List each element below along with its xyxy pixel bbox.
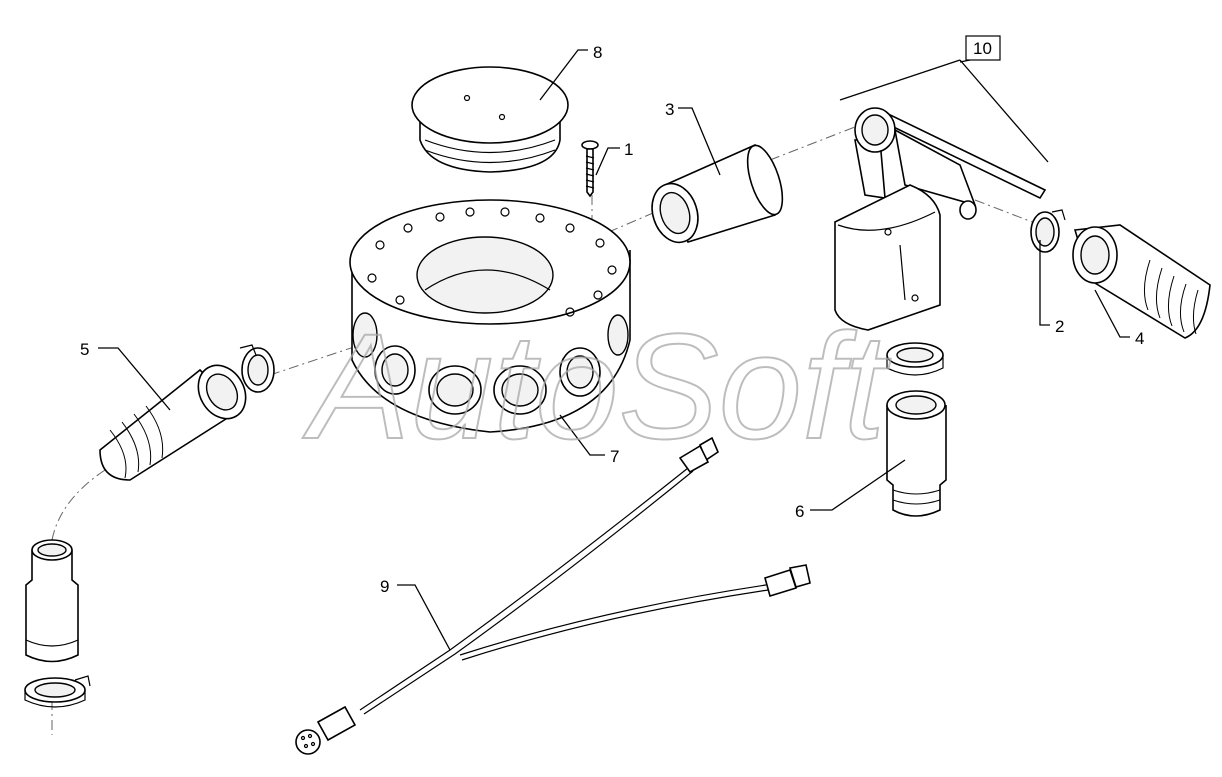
- part-10-valve-assembly: [834, 107, 1047, 331]
- callout-7: 7: [610, 447, 619, 466]
- callout-10-box: [965, 35, 1001, 61]
- leader-2: [1039, 240, 1050, 326]
- callout-2: 2: [1055, 317, 1064, 336]
- leader-9: [397, 584, 451, 651]
- leader-7: [559, 414, 605, 456]
- leader-1: [595, 147, 620, 176]
- callout-4: 4: [1135, 329, 1144, 348]
- clamp-valve-bottom: [886, 342, 944, 376]
- part-2-clamp-right: [1030, 209, 1066, 253]
- leader-4: [1094, 289, 1130, 338]
- watermark-text: AutoSoft: [302, 302, 891, 470]
- callout-5: 5: [80, 340, 89, 359]
- callout-8: 8: [593, 43, 602, 62]
- ring-bolt-holes: [367, 207, 617, 317]
- callout-9: 9: [380, 577, 389, 596]
- clamp-left-lower: [24, 675, 91, 708]
- leader-8: [539, 49, 588, 101]
- callout-labels: 8 1 3 5 7 6 2 4 9 10: [80, 35, 1144, 596]
- callout-3: 3: [665, 100, 674, 119]
- part-7-distributor-ring: [349, 199, 631, 433]
- callout-6: 6: [795, 502, 804, 521]
- hose-left-lower-sleeve: [25, 539, 79, 663]
- assembly-axis-lines: [51, 124, 1041, 735]
- part-4-hose-right: [1072, 224, 1211, 339]
- callout-1: 1: [624, 140, 633, 159]
- leader-3: [678, 107, 721, 176]
- ring-side-ports: [352, 312, 629, 415]
- part-9-wiring-harness: [295, 436, 811, 755]
- callout-10: 10: [973, 39, 992, 58]
- part-6-hose-bottom: [886, 390, 947, 517]
- part-5-hose-left: [99, 344, 275, 481]
- part-1-screw: [581, 140, 599, 198]
- part-8-cap: [411, 66, 569, 173]
- leader-lines: [98, 49, 1130, 651]
- leader-6: [810, 459, 906, 511]
- leader-5: [98, 347, 171, 411]
- part-3-sleeve: [651, 143, 784, 244]
